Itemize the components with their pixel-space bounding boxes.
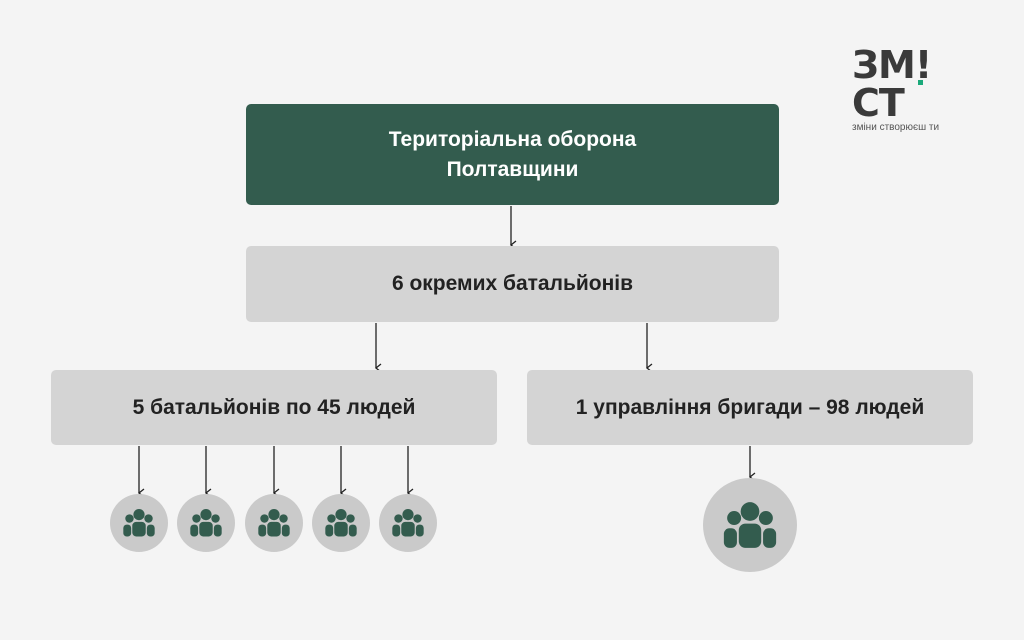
- left-node: 5 батальйонів по 45 людей: [51, 370, 497, 445]
- people-group-icon: [257, 509, 291, 537]
- people-group-icon: [391, 509, 425, 537]
- people-circle: [110, 494, 168, 552]
- logo-wordmark: ЗМ!СТ: [852, 43, 932, 125]
- root-line2: Полтавщини: [446, 157, 579, 181]
- people-circle: [312, 494, 370, 552]
- people-group-icon: [122, 509, 156, 537]
- logo-tagline: зміни створюєш ти: [852, 122, 940, 133]
- people-circle: [245, 494, 303, 552]
- people-circle: [177, 494, 235, 552]
- battalions-node: 6 окремих батальйонів: [246, 246, 779, 322]
- zmist-logo: ЗМ!СТ зміни створюєш ти: [852, 46, 962, 133]
- root-line1: Територіальна оборона: [388, 127, 637, 151]
- people-group-icon: [324, 509, 358, 537]
- people-group-icon: [722, 502, 778, 549]
- people-group-icon: [189, 509, 223, 537]
- right-node: 1 управління бригади – 98 людей: [527, 370, 973, 445]
- people-circle: [379, 494, 437, 552]
- people-circle-large: [703, 478, 797, 572]
